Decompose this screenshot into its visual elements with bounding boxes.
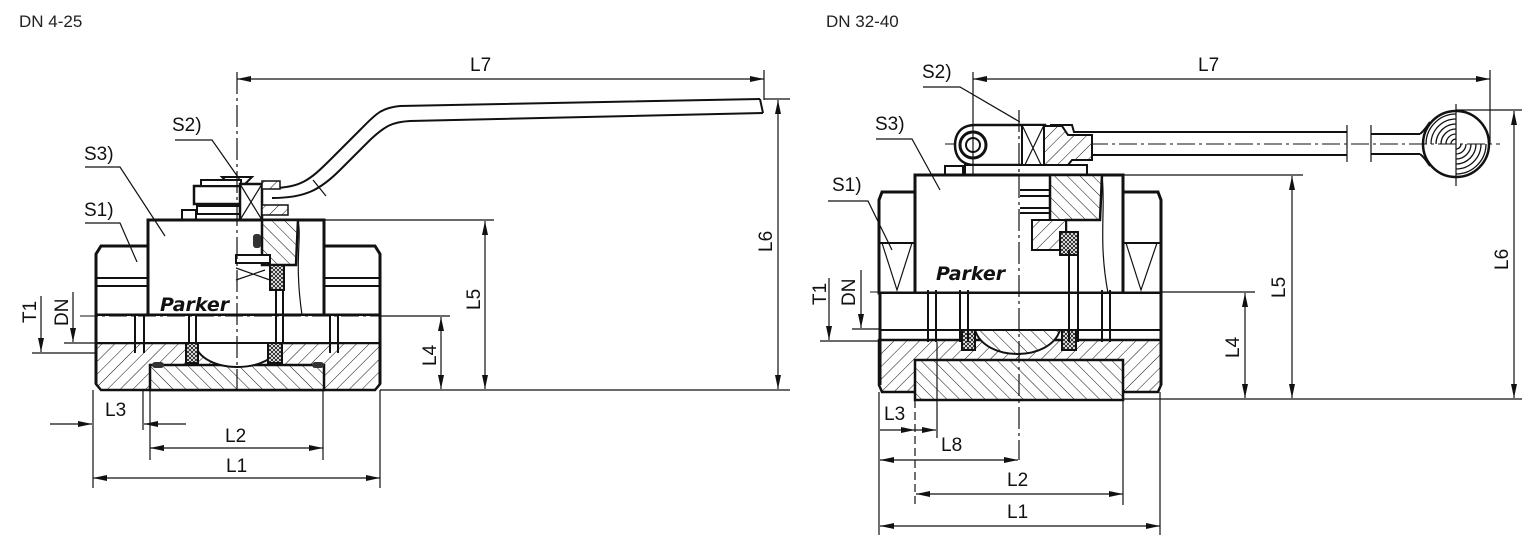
label-s2: S2) xyxy=(172,115,202,136)
right-port-end xyxy=(322,244,382,317)
label-l2: L2 xyxy=(225,426,246,447)
left-port-end xyxy=(94,244,150,317)
label-l5: L5 xyxy=(464,289,485,310)
label-l4: L4 xyxy=(1223,336,1244,358)
label-l7: L7 xyxy=(1198,55,1219,76)
label-l6: L6 xyxy=(1492,249,1513,270)
label-s3: S3) xyxy=(84,144,114,165)
label-l3: L3 xyxy=(105,400,126,421)
label-dn: DN xyxy=(52,299,73,326)
parker-logo: Parker xyxy=(160,294,231,316)
label-l1: L1 xyxy=(1007,502,1028,523)
view-title: DN 4-25 xyxy=(19,12,82,31)
label-l2: L2 xyxy=(1007,470,1028,491)
label-l7: L7 xyxy=(470,55,491,76)
view-dn-4-25: DN 4-25 xyxy=(19,12,790,488)
label-s2: S2) xyxy=(922,62,952,83)
label-s1: S1) xyxy=(832,175,862,196)
label-l8: L8 xyxy=(941,435,962,456)
label-l3: L3 xyxy=(884,404,905,425)
label-l4: L4 xyxy=(420,344,441,366)
label-t1: T1 xyxy=(810,283,831,305)
parker-logo: Parker xyxy=(936,263,1007,285)
label-s1: S1) xyxy=(84,200,114,221)
label-l6: L6 xyxy=(756,231,777,252)
label-t1: T1 xyxy=(20,301,41,323)
bonnet-section xyxy=(260,218,300,267)
label-l5: L5 xyxy=(1269,277,1290,298)
view-title: DN 32-40 xyxy=(826,12,899,31)
handle-lever xyxy=(271,98,764,199)
stem-assembly xyxy=(181,176,289,222)
label-l1: L1 xyxy=(226,456,247,477)
label-s3: S3) xyxy=(875,114,905,135)
view-dn-32-40: DN 32-40 xyxy=(810,12,1522,535)
label-dn: DN xyxy=(839,279,860,306)
